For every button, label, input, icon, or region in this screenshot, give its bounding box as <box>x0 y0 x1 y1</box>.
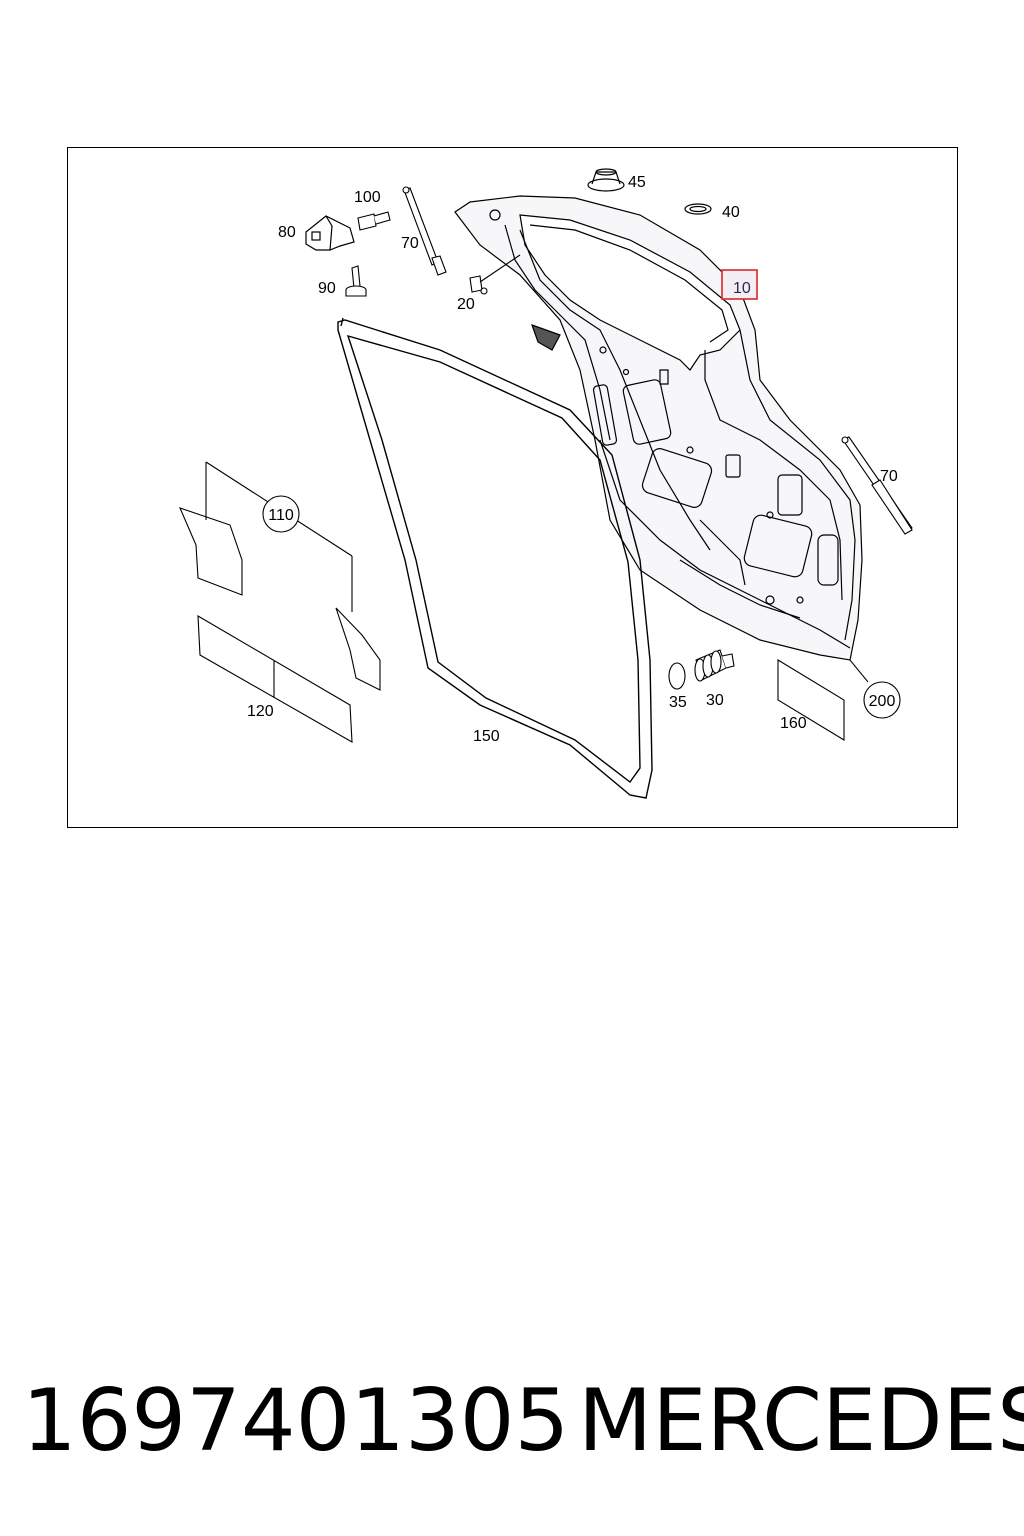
callout-120: 120 <box>247 703 274 720</box>
diagram-frame <box>67 147 958 828</box>
callout-160: 160 <box>780 715 807 732</box>
bolt-90 <box>345 265 367 297</box>
bump-stop-30 <box>694 649 735 682</box>
sound-pad-120 <box>197 615 353 743</box>
gas-strut-70-right <box>841 436 913 535</box>
part-number: 1697401305 <box>22 1371 570 1471</box>
insulation-pads-110 <box>179 461 381 691</box>
callout-110: 110 <box>268 507 294 524</box>
callout-70-right: 70 <box>880 468 898 485</box>
callout-90: 90 <box>318 280 336 297</box>
callout-30: 30 <box>706 692 724 709</box>
bolt-100 <box>357 211 391 231</box>
pad-160 <box>777 659 845 741</box>
grommet-45 <box>587 168 625 192</box>
clip-20 <box>469 254 521 295</box>
callout-70-left: 70 <box>401 235 419 252</box>
gas-strut-70-left <box>402 186 447 276</box>
caption: 1697401305 MERCEDES <box>22 1366 1024 1476</box>
callout-110-circle <box>262 495 300 533</box>
brand-name: MERCEDES <box>578 1371 1024 1471</box>
callout-150: 150 <box>473 728 500 745</box>
callout-20: 20 <box>457 296 475 313</box>
callout-80: 80 <box>278 224 296 241</box>
weatherstrip-150 <box>337 317 653 799</box>
callout-45: 45 <box>628 174 646 191</box>
ring-40 <box>684 203 712 215</box>
callout-35: 35 <box>669 694 687 711</box>
callout-40: 40 <box>722 204 740 221</box>
leader-200 <box>849 659 869 683</box>
callout-10: 10 <box>733 280 751 297</box>
bracket-80 <box>305 215 355 251</box>
highlight-box-10 <box>721 269 758 300</box>
callout-100: 100 <box>354 189 381 206</box>
o-ring-35 <box>668 662 686 690</box>
tailgate-panel <box>454 195 863 661</box>
callout-200-circle <box>863 681 901 719</box>
callout-200: 200 <box>869 693 896 710</box>
exploded-parts-diagram: 10 45 40 100 80 70 90 20 70 120 150 35 3… <box>179 168 913 799</box>
